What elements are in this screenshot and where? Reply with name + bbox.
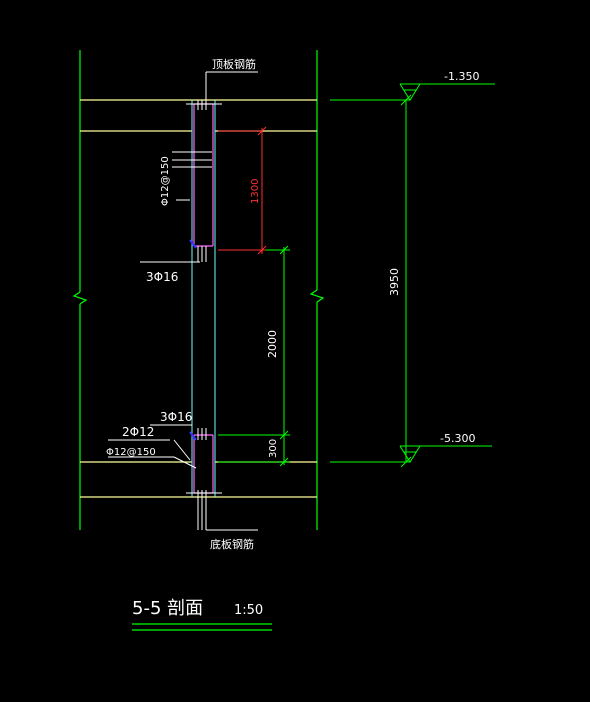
bottom-elevation-label: -5.300 (440, 432, 475, 445)
drawing-scale: 1:50 (234, 603, 263, 618)
elevation-marker-bottom (399, 445, 492, 463)
title-underline (132, 623, 272, 631)
rebar-bottom-stirrup-label: Φ12@150 (106, 447, 156, 458)
top-rebar-label: 顶板钢筋 (212, 57, 256, 71)
rebar-outline (193, 103, 214, 494)
dimension-middle-label: 2000 (266, 330, 279, 358)
dimension-total-label: 3950 (388, 268, 401, 296)
bottom-rebar-label: 底板钢筋 (210, 537, 254, 551)
wall-core (191, 100, 216, 497)
wall-lines (72, 50, 325, 530)
drawing-title: 5-5 剖面 (132, 598, 203, 619)
dimension-upper-label: 1300 (250, 179, 261, 204)
top-elevation-label: -1.350 (444, 70, 479, 83)
dimension-total (400, 94, 412, 468)
rebar-upper-beam-label: 3Φ16 (146, 270, 178, 284)
dimension-upper (218, 126, 267, 255)
rebar-ticks (108, 71, 258, 531)
rebar-markers (189, 239, 197, 441)
dimension-lower-label: 300 (268, 439, 279, 458)
extension-lines (218, 99, 410, 463)
rebar-lower-beam-label: 3Φ16 (160, 410, 192, 424)
rebar-bottom-pair-label: 2Φ12 (122, 425, 154, 439)
elevation-marker-top (399, 83, 495, 101)
dimension-middle (279, 245, 289, 467)
rebar-vertical-upper-label: Φ12@150 (160, 156, 171, 206)
